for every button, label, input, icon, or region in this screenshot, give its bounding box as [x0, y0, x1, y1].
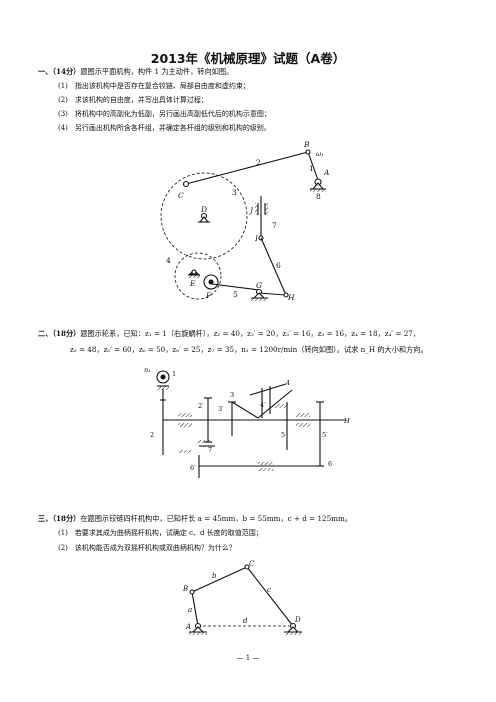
q3-head: 三、（18分）	[38, 514, 81, 523]
q3-text: 在题图示铰链四杆机构中，已知杆长 a = 45mm，b = 55mm，c + d…	[80, 514, 352, 523]
label-b: b	[212, 572, 217, 580]
label-D: D	[200, 205, 207, 214]
link-6	[260, 237, 287, 296]
pivot-D3	[284, 622, 302, 635]
page-footer: — 1 —	[236, 654, 260, 662]
cam-4-dashed-circle	[174, 252, 222, 300]
label-g5p: 5′	[322, 431, 328, 439]
pivot-A	[310, 178, 326, 192]
label-g2: 2	[150, 431, 154, 439]
cam-3-dashed-circle	[160, 172, 248, 260]
label-7: 7	[272, 221, 277, 230]
link-GH	[258, 292, 287, 296]
q2-line1: 二、（18分）题图示轮系，已知：z₁ = 1（右旋蜗杆），z₂ = 40，z₂′…	[38, 329, 420, 338]
link-2	[185, 151, 309, 185]
joint-B	[305, 149, 311, 155]
label-C3: C	[249, 560, 255, 568]
label-g3p: 3′	[218, 405, 224, 413]
pivot-G	[251, 288, 268, 301]
crank-1	[307, 151, 319, 181]
q2-line2: z₅ = 48，z₅′ = 60，z₆ = 50，z₆′ = 25，z₇ = 3…	[70, 345, 428, 354]
q2-head: 二、（18分）	[38, 329, 81, 338]
label-A3: A	[185, 623, 191, 631]
guide-J-left	[255, 203, 258, 215]
figure-2-gear-train	[156, 370, 345, 478]
q1-item-3: (3) 将机构中的高副化为低副，另行画出高副低代后的机构示意图；	[58, 110, 271, 118]
label-8: 8	[316, 192, 321, 201]
q2-text-1: 题图示轮系，已知：z₁ = 1（右旋蜗杆），z₂ = 40，z₂′ = 20，z…	[80, 329, 421, 338]
page-title: 2013年《机械原理》试题（A卷）	[150, 51, 346, 66]
label-B: B	[303, 140, 310, 149]
pivot-A3	[189, 622, 207, 635]
label-g2p: 2′	[198, 402, 204, 410]
guide-J-right	[265, 203, 268, 215]
label-J: J	[248, 206, 254, 215]
q3-item-1: (1) 若要求其成为曲柄摇杆机构，试确定 c、d 长度的取值范围；	[58, 529, 263, 537]
joint-C3	[244, 564, 250, 570]
label-I: I	[254, 234, 259, 243]
label-2: 2	[256, 158, 261, 167]
label-g4: 4	[286, 379, 290, 387]
label-B3: B	[182, 585, 188, 593]
label-g3: 3	[230, 391, 234, 399]
label-3a: 3	[232, 188, 237, 197]
label-n1: n₁	[144, 366, 151, 374]
roller-F	[203, 274, 219, 290]
label-A: A	[323, 168, 330, 177]
joint-H	[283, 292, 289, 298]
label-d: d	[243, 617, 248, 625]
label-H2: H	[343, 417, 350, 425]
label-4: 4	[166, 256, 171, 265]
figure-1-mechanism	[160, 149, 326, 301]
label-C: C	[178, 191, 184, 200]
figure-2-labels: n₁ 1 2 2′ 3′ 3 4 4′ H 5 5′ 6 6′ 7	[144, 366, 350, 472]
figure-3-labels: A B C D a b c d	[182, 560, 301, 631]
q1-item-1: (1) 指出该机构中是否存在复合铰链、局部自由度和虚约束；	[58, 82, 250, 90]
gear-3	[231, 401, 259, 419]
worm-1	[156, 370, 170, 384]
figure-1-labels: B ω₁ A 1 8 2 3 C D J 7 I 6 4 E G F 5 H	[166, 140, 330, 302]
q3-stem: 三、（18分）在题图示铰链四杆机构中，已知杆长 a = 45mm，b = 55m…	[38, 514, 352, 523]
label-g4p: 4′	[260, 401, 266, 409]
pivot-D	[198, 212, 210, 223]
q1-item-4: (4) 另行画出机构所含各杆组，并确定各杆组的级别和机构的级别。	[58, 124, 271, 132]
label-g6: 6	[328, 460, 332, 468]
q1-text: 题图示平面机构，构件 1 为主动件，转向如图。	[80, 67, 234, 76]
link-5	[211, 283, 260, 291]
label-G: G	[256, 281, 262, 290]
joint-C	[182, 180, 190, 188]
label-g5: 5	[281, 431, 285, 439]
figure-3-four-bar	[189, 564, 302, 635]
label-H: H	[287, 293, 295, 302]
label-g1: 1	[172, 370, 176, 378]
q1-stem: 一、（14分）题图示平面机构，构件 1 为主动件，转向如图。	[38, 67, 233, 76]
q1-head: 一、（14分）	[38, 67, 81, 76]
q1-item-2: (2) 求该机构的自由度，并写出具体计算过程；	[58, 96, 208, 104]
label-c: c	[267, 586, 271, 594]
label-5: 5	[233, 290, 238, 299]
link-b	[191, 566, 248, 593]
label-g7: 7	[208, 446, 212, 454]
label-g6p: 6′	[190, 464, 196, 472]
label-F: F	[205, 291, 212, 300]
joint-B3	[189, 589, 195, 595]
label-6: 6	[276, 261, 281, 270]
label-1: 1	[309, 164, 314, 173]
label-E: E	[189, 279, 196, 288]
label-a: a	[188, 606, 192, 614]
label-w1: ω₁	[316, 150, 324, 158]
link-a	[191, 591, 199, 627]
q3-item-2: (2) 该机构能否成为双摇杆机构或双曲柄机构？为什么？	[58, 544, 236, 552]
label-D3: D	[294, 616, 301, 624]
link-c	[246, 566, 294, 627]
